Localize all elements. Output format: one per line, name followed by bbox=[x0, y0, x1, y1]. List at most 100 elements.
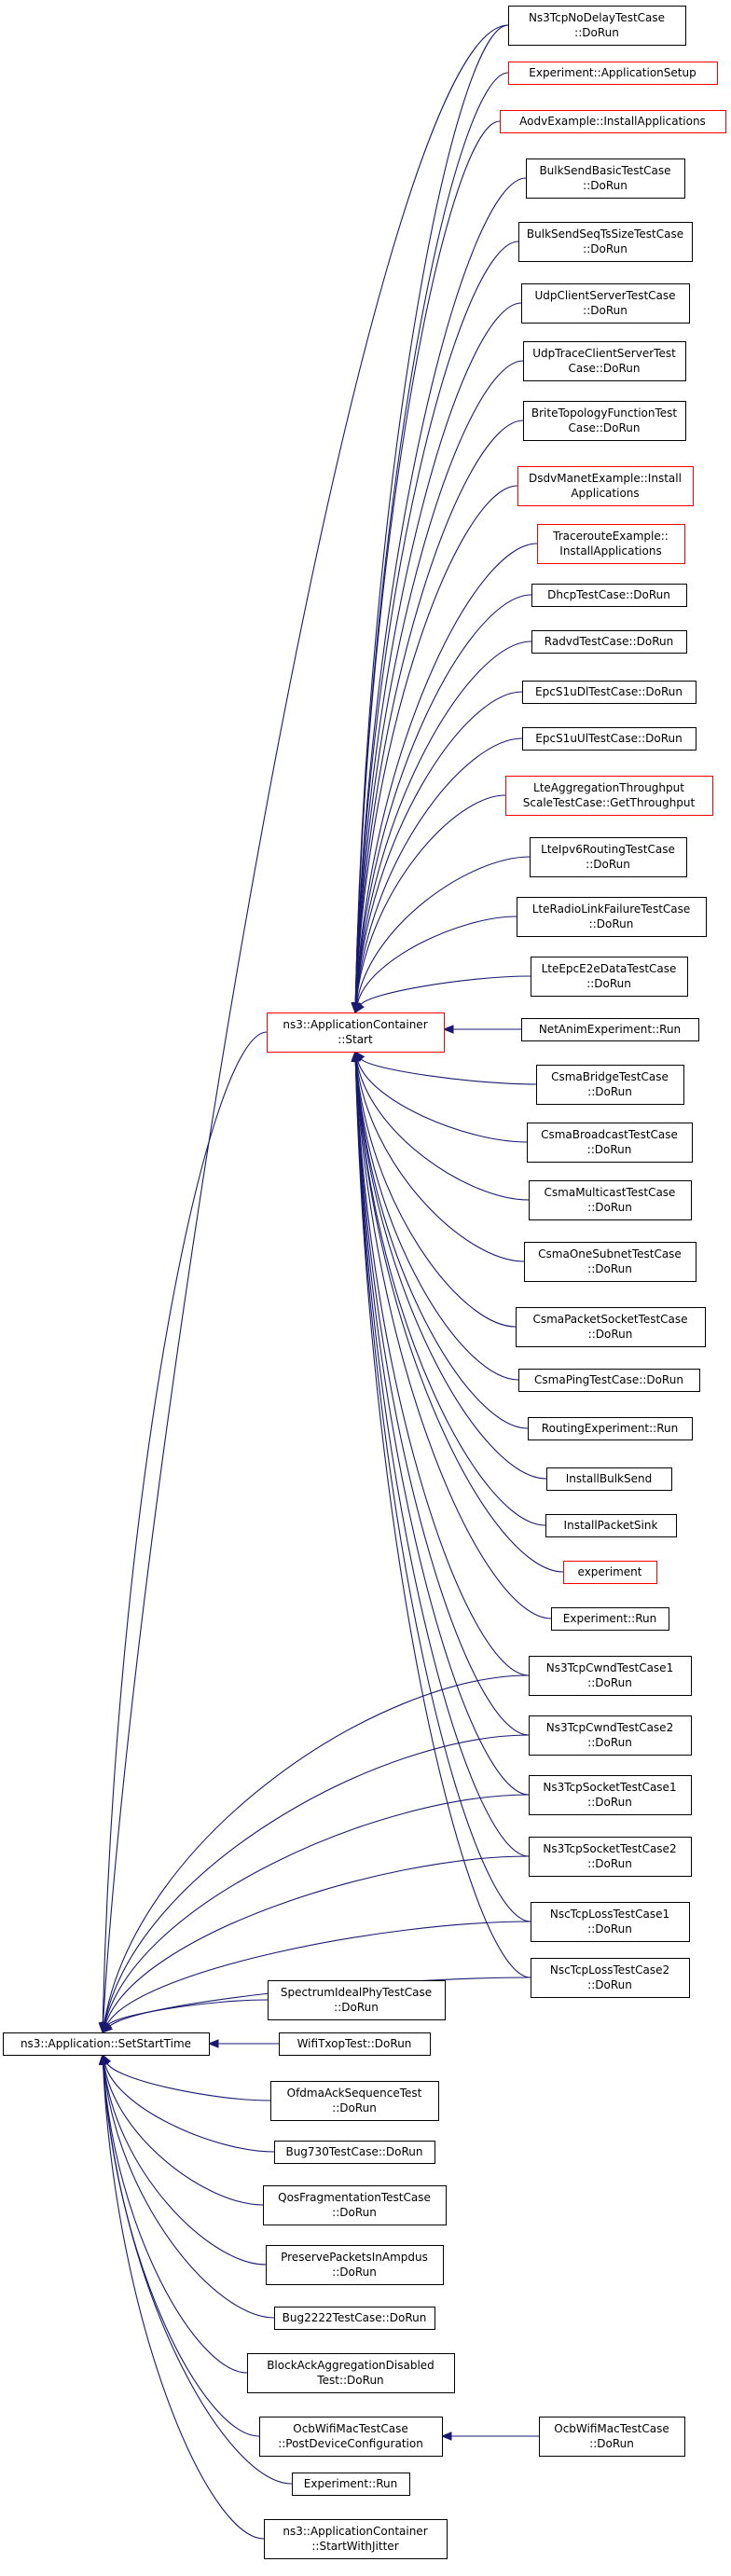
node-box bbox=[500, 110, 726, 133]
node-box bbox=[526, 158, 685, 199]
node-box bbox=[518, 1369, 700, 1392]
node-radvdtestcase-dorun[interactable]: RadvdTestCase::DoRun bbox=[531, 630, 687, 654]
node-csmamulticasttestcase-dorun[interactable]: CsmaMulticastTestCase::DoRun bbox=[529, 1180, 692, 1220]
edge-n28-to-appcontainer_start bbox=[355, 1060, 546, 1526]
node-nsctcplosstestcase2-dorun[interactable]: NscTcpLossTestCase2::DoRun bbox=[531, 1958, 690, 1998]
edge-n25-to-appcontainer_start bbox=[355, 1060, 519, 1381]
node-experiment-applicationsetup[interactable]: Experiment::ApplicationSetup bbox=[508, 62, 718, 85]
node-box bbox=[546, 1467, 672, 1491]
node-wifitxoptest-dorun[interactable]: WifiTxopTest::DoRun bbox=[279, 2032, 431, 2056]
arrowhead-n36-to-appcontainer_start bbox=[351, 1050, 361, 1062]
node-ns3tcpsockettestcase1-dorun[interactable]: Ns3TcpSocketTestCase1::DoRun bbox=[529, 1775, 692, 1815]
node-box bbox=[508, 62, 718, 85]
node-qosfragmentationtestcase-dorun[interactable]: QosFragmentationTestCase::DoRun bbox=[263, 2185, 447, 2225]
node-label-line: InstallBulkSend bbox=[566, 1472, 652, 1485]
node-label-line: Experiment::Run bbox=[563, 1612, 656, 1625]
node-experiment[interactable]: experiment bbox=[563, 1561, 657, 1584]
node-lteepce2edatatestcase-dorun[interactable]: LteEpcE2eDataTestCase::DoRun bbox=[531, 957, 688, 997]
node-label-line: ::DoRun bbox=[587, 1736, 632, 1749]
node-label-line: ::DoRun bbox=[587, 1201, 632, 1214]
node-box bbox=[259, 2417, 443, 2457]
node-routingexperiment-run[interactable]: RoutingExperiment::Run bbox=[528, 1417, 693, 1440]
node-box bbox=[274, 2141, 435, 2164]
node-experiment-run[interactable]: Experiment::Run bbox=[551, 1607, 669, 1631]
node-dsdvmanetexample-installapplications[interactable]: DsdvManetExample::InstallApplications bbox=[517, 466, 694, 506]
node-label-line: LteAggregationThroughput bbox=[533, 781, 684, 794]
node-epcs1uultestcase-dorun[interactable]: EpcS1uUlTestCase::DoRun bbox=[522, 727, 697, 751]
node-label-line: UdpClientServerTestCase bbox=[534, 289, 675, 302]
node-bug2222testcase-dorun[interactable]: Bug2222TestCase::DoRun bbox=[274, 2307, 435, 2330]
node-label-line: CsmaMulticastTestCase bbox=[545, 1186, 676, 1199]
node-ns3-applicationcontainer-start[interactable]: ns3::ApplicationContainer::Start bbox=[267, 1012, 445, 1053]
node-label-line: RoutingExperiment::Run bbox=[542, 1422, 678, 1435]
node-aodvexample-installapplications[interactable]: AodvExample::InstallApplications bbox=[500, 110, 726, 133]
node-label-line: OfdmaAckSequenceTest bbox=[287, 2087, 422, 2100]
edge-n36-to-appcontainer_start bbox=[354, 1060, 531, 1978]
edge-n12-to-appcontainer_start bbox=[355, 641, 532, 1004]
node-bulksendseqtssizetestcase-dorun[interactable]: BulkSendSeqTsSizeTestCase::DoRun bbox=[518, 222, 693, 262]
node-box bbox=[529, 1715, 692, 1756]
node-bulksendbasictestcase-dorun[interactable]: BulkSendBasicTestCase::DoRun bbox=[526, 158, 685, 199]
node-label-line: InstallApplications bbox=[559, 544, 661, 558]
node-preservepacketsinampdus-dorun[interactable]: PreservePacketsInAmpdus::DoRun bbox=[266, 2245, 444, 2285]
node-label-line: ::DoRun bbox=[587, 1143, 632, 1156]
node-ns3tcpcwndtestcase1-dorun[interactable]: Ns3TcpCwndTestCase1::DoRun bbox=[529, 1656, 692, 1696]
node-epcs1udltestcase-dorun[interactable]: EpcS1uDlTestCase::DoRun bbox=[522, 681, 697, 704]
node-csmapacketsockettestcase-dorun[interactable]: CsmaPacketSocketTestCase::DoRun bbox=[516, 1307, 706, 1347]
node-label-line: ns3::Application::SetStartTime bbox=[21, 2037, 191, 2050]
node-box bbox=[247, 2353, 455, 2393]
edge-n6-to-appcontainer_start bbox=[354, 302, 522, 1004]
node-csmabridgetestcase-dorun[interactable]: CsmaBridgeTestCase::DoRun bbox=[536, 1065, 684, 1105]
node-tracerouteexample-installapplications[interactable]: TracerouteExample::InstallApplications bbox=[537, 524, 685, 564]
node-box bbox=[527, 1123, 693, 1163]
node-ns3-applicationcontainer-startwithjitter[interactable]: ns3::ApplicationContainer::StartWithJitt… bbox=[264, 2519, 448, 2559]
node-box bbox=[267, 1012, 445, 1053]
node-netanimexperiment-run[interactable]: NetAnimExperiment::Run bbox=[521, 1018, 699, 1041]
node-csmaonesubnettestcase-dorun[interactable]: CsmaOneSubnetTestCase::DoRun bbox=[524, 1242, 697, 1282]
node-installpacketsink[interactable]: InstallPacketSink bbox=[545, 1514, 677, 1537]
node-ns3tcpnodelaytestcase-dorun[interactable]: Ns3TcpNoDelayTestCase::DoRun bbox=[508, 6, 686, 46]
node-label-line: EpcS1uDlTestCase::DoRun bbox=[535, 685, 683, 698]
node-label-line: ::DoRun bbox=[587, 1262, 632, 1275]
node-experiment-run[interactable]: Experiment::Run bbox=[292, 2473, 410, 2496]
node-ocbwifimactestcase-dorun[interactable]: OcbWifiMacTestCase::DoRun bbox=[539, 2417, 685, 2457]
node-label-line: Ns3TcpNoDelayTestCase bbox=[529, 11, 665, 24]
node-lteipv6routingtestcase-dorun[interactable]: LteIpv6RoutingTestCase::DoRun bbox=[530, 837, 687, 877]
node-spectrumidealphytestcase-dorun[interactable]: SpectrumIdealPhyTestCase::DoRun bbox=[268, 1980, 446, 2020]
edge-n33-to-root bbox=[103, 1794, 530, 2024]
node-label-line: SpectrumIdealPhyTestCase bbox=[281, 1986, 432, 1999]
node-label-line: BriteTopologyFunctionTest bbox=[531, 406, 678, 420]
node-label-line: ::DoRun bbox=[588, 1328, 633, 1341]
node-ofdmaacksequencetest-dorun[interactable]: OfdmaAckSequenceTest::DoRun bbox=[270, 2081, 439, 2121]
node-nsctcplosstestcase1-dorun[interactable]: NscTcpLossTestCase1::DoRun bbox=[531, 1902, 690, 1942]
node-label-line: ::DoRun bbox=[589, 2437, 634, 2450]
node-ns3tcpcwndtestcase2-dorun[interactable]: Ns3TcpCwndTestCase2::DoRun bbox=[529, 1715, 692, 1756]
node-ns3tcpsockettestcase2-dorun[interactable]: Ns3TcpSocketTestCase2::DoRun bbox=[529, 1837, 692, 1877]
node-box bbox=[521, 283, 690, 324]
node-label-line: ::DoRun bbox=[587, 1857, 632, 1870]
node-label-line: Bug730TestCase::DoRun bbox=[285, 2145, 422, 2158]
node-label-line: ns3::ApplicationContainer bbox=[283, 2525, 427, 2538]
edge-m6-to-root bbox=[103, 2063, 267, 2266]
node-lteaggregationthroughputscaletestcase-getthroughput[interactable]: LteAggregationThroughputScaleTestCase::G… bbox=[505, 776, 713, 816]
node-installbulksend[interactable]: InstallBulkSend bbox=[546, 1467, 672, 1491]
node-label-line: Case::DoRun bbox=[568, 362, 640, 375]
edge-n31-to-appcontainer_start bbox=[354, 1060, 530, 1676]
node-csmabroadcasttestcase-dorun[interactable]: CsmaBroadcastTestCase::DoRun bbox=[527, 1123, 693, 1163]
node-ocbwifimactestcase-postdeviceconfiguration[interactable]: OcbWifiMacTestCase::PostDeviceConfigurat… bbox=[259, 2417, 443, 2457]
node-box bbox=[523, 341, 686, 381]
node-dhcptestcase-dorun[interactable]: DhcpTestCase::DoRun bbox=[531, 584, 687, 607]
node-udpclientservertestcase-dorun[interactable]: UdpClientServerTestCase::DoRun bbox=[521, 283, 690, 324]
edge-n32-to-appcontainer_start bbox=[354, 1060, 530, 1736]
edge-n29-to-appcontainer_start bbox=[355, 1060, 564, 1573]
edge-n1-to-root bbox=[103, 24, 509, 2024]
node-lteradiolinkfailuretestcase-dorun[interactable]: LteRadioLinkFailureTestCase::DoRun bbox=[517, 897, 707, 937]
node-label-line: CsmaBroadcastTestCase bbox=[541, 1128, 678, 1141]
node-bug730testcase-dorun[interactable]: Bug730TestCase::DoRun bbox=[274, 2141, 435, 2164]
node-box bbox=[528, 1417, 693, 1440]
node-csmapingtestcase-dorun[interactable]: CsmaPingTestCase::DoRun bbox=[518, 1369, 700, 1392]
